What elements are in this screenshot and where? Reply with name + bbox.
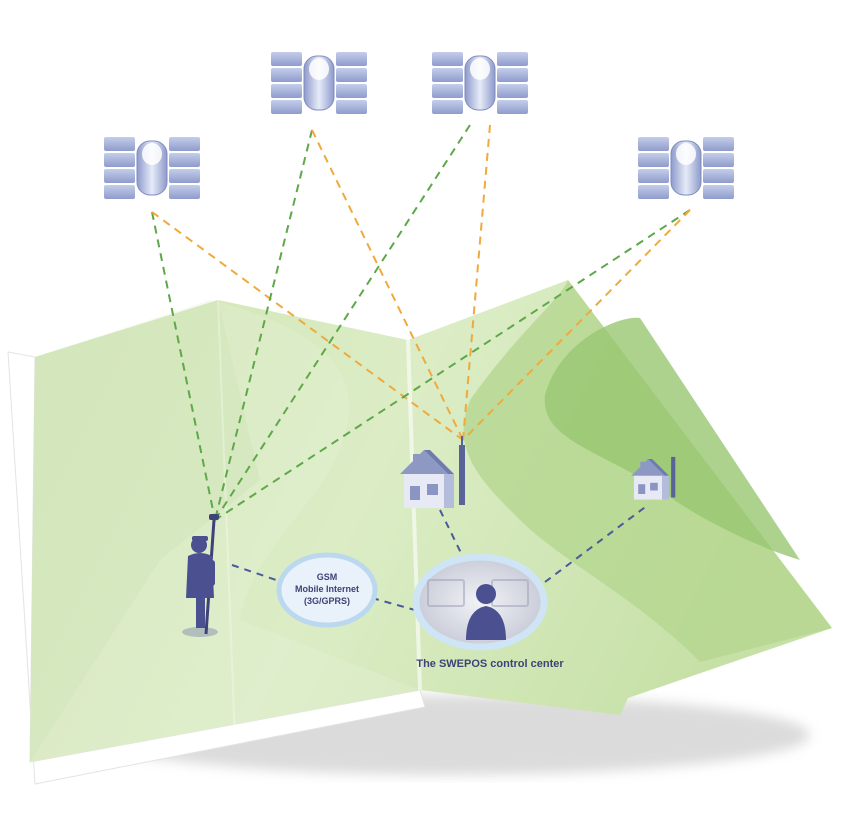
gsm-label: GSM: [317, 572, 338, 582]
operator-icon: [466, 584, 506, 640]
mobile-internet-label: Mobile Internet: [295, 584, 359, 594]
control-center-label: The SWEPOS control center: [416, 658, 564, 670]
data-links: [231, 504, 649, 611]
satellite-icon: [103, 136, 201, 200]
folded-map: [7, 280, 832, 785]
control-center-bubble: The SWEPOS control center: [412, 553, 564, 670]
house-icon: [631, 456, 676, 500]
surveyor-icon: [182, 514, 219, 637]
gsm-bubble: GSM Mobile Internet (3G/GPRS): [276, 552, 378, 628]
satellite-icon: [270, 51, 368, 115]
network-type-label: (3G/GPRS): [304, 596, 350, 606]
satellite-icon: [637, 136, 735, 200]
house-icon: [400, 436, 465, 508]
gnss-signals: [151, 124, 691, 521]
terrain-area: [544, 317, 800, 560]
satellite-icon: [431, 51, 529, 115]
map-fold: [406, 339, 422, 691]
